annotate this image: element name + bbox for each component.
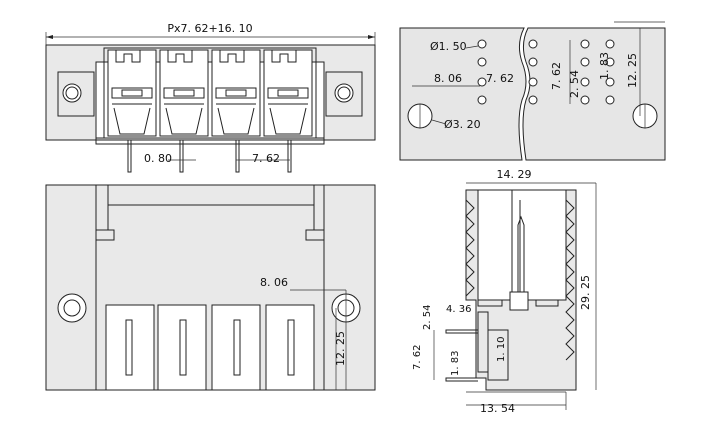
pcb-height-dim: 12. 25 (626, 53, 639, 88)
side-small-dim: 1. 10 (496, 337, 507, 362)
pin-thickness-dim: 0. 80 (144, 152, 172, 165)
top-pitch-dim: 7. 62 (252, 152, 280, 165)
pcb-offset-dim: 8. 06 (434, 72, 462, 85)
pcb-small-gap-dim: 1. 83 (598, 52, 611, 80)
side-height-dim: 29. 25 (579, 275, 592, 310)
pcb-row-gap-dim: 2. 54 (568, 70, 581, 98)
front-offset-dim: 8. 06 (260, 276, 288, 289)
front-height-dim: 12. 25 (334, 331, 347, 366)
hole-small-dim: Ø1. 50 (430, 40, 467, 53)
top-overall-dim: Px7. 62+16. 10 (167, 22, 252, 35)
side-pin-offset-dim: 4. 36 (446, 304, 471, 315)
pcb-pitch-y-dim: 7. 62 (550, 62, 563, 90)
side-width-bottom-dim: 13. 54 (480, 402, 515, 415)
side-view: 14. 29 29. 25 4. 36 2. 54 7. 62 1. 83 1.… (412, 168, 597, 415)
pcb-pitch-x-dim: 7. 62 (486, 72, 514, 85)
side-pitch-dim: 7. 62 (412, 345, 423, 370)
front-terminals (105, 304, 315, 391)
side-gap-dim: 1. 83 (450, 351, 461, 376)
front-view: 8. 06 12. 25 (45, 184, 376, 391)
side-width-top-dim: 14. 29 (497, 168, 532, 181)
pcb-layout-view: Ø1. 50 8. 06 7. 62 Ø3. 20 7. 62 2. 54 1.… (399, 21, 666, 161)
terminal-slots (107, 49, 313, 137)
mounting-hole (57, 293, 87, 323)
side-pin-gap-dim: 2. 54 (422, 305, 433, 330)
top-view: Px7. 62+16. 10 (45, 22, 376, 173)
hole-large-dim: Ø3. 20 (444, 118, 481, 131)
